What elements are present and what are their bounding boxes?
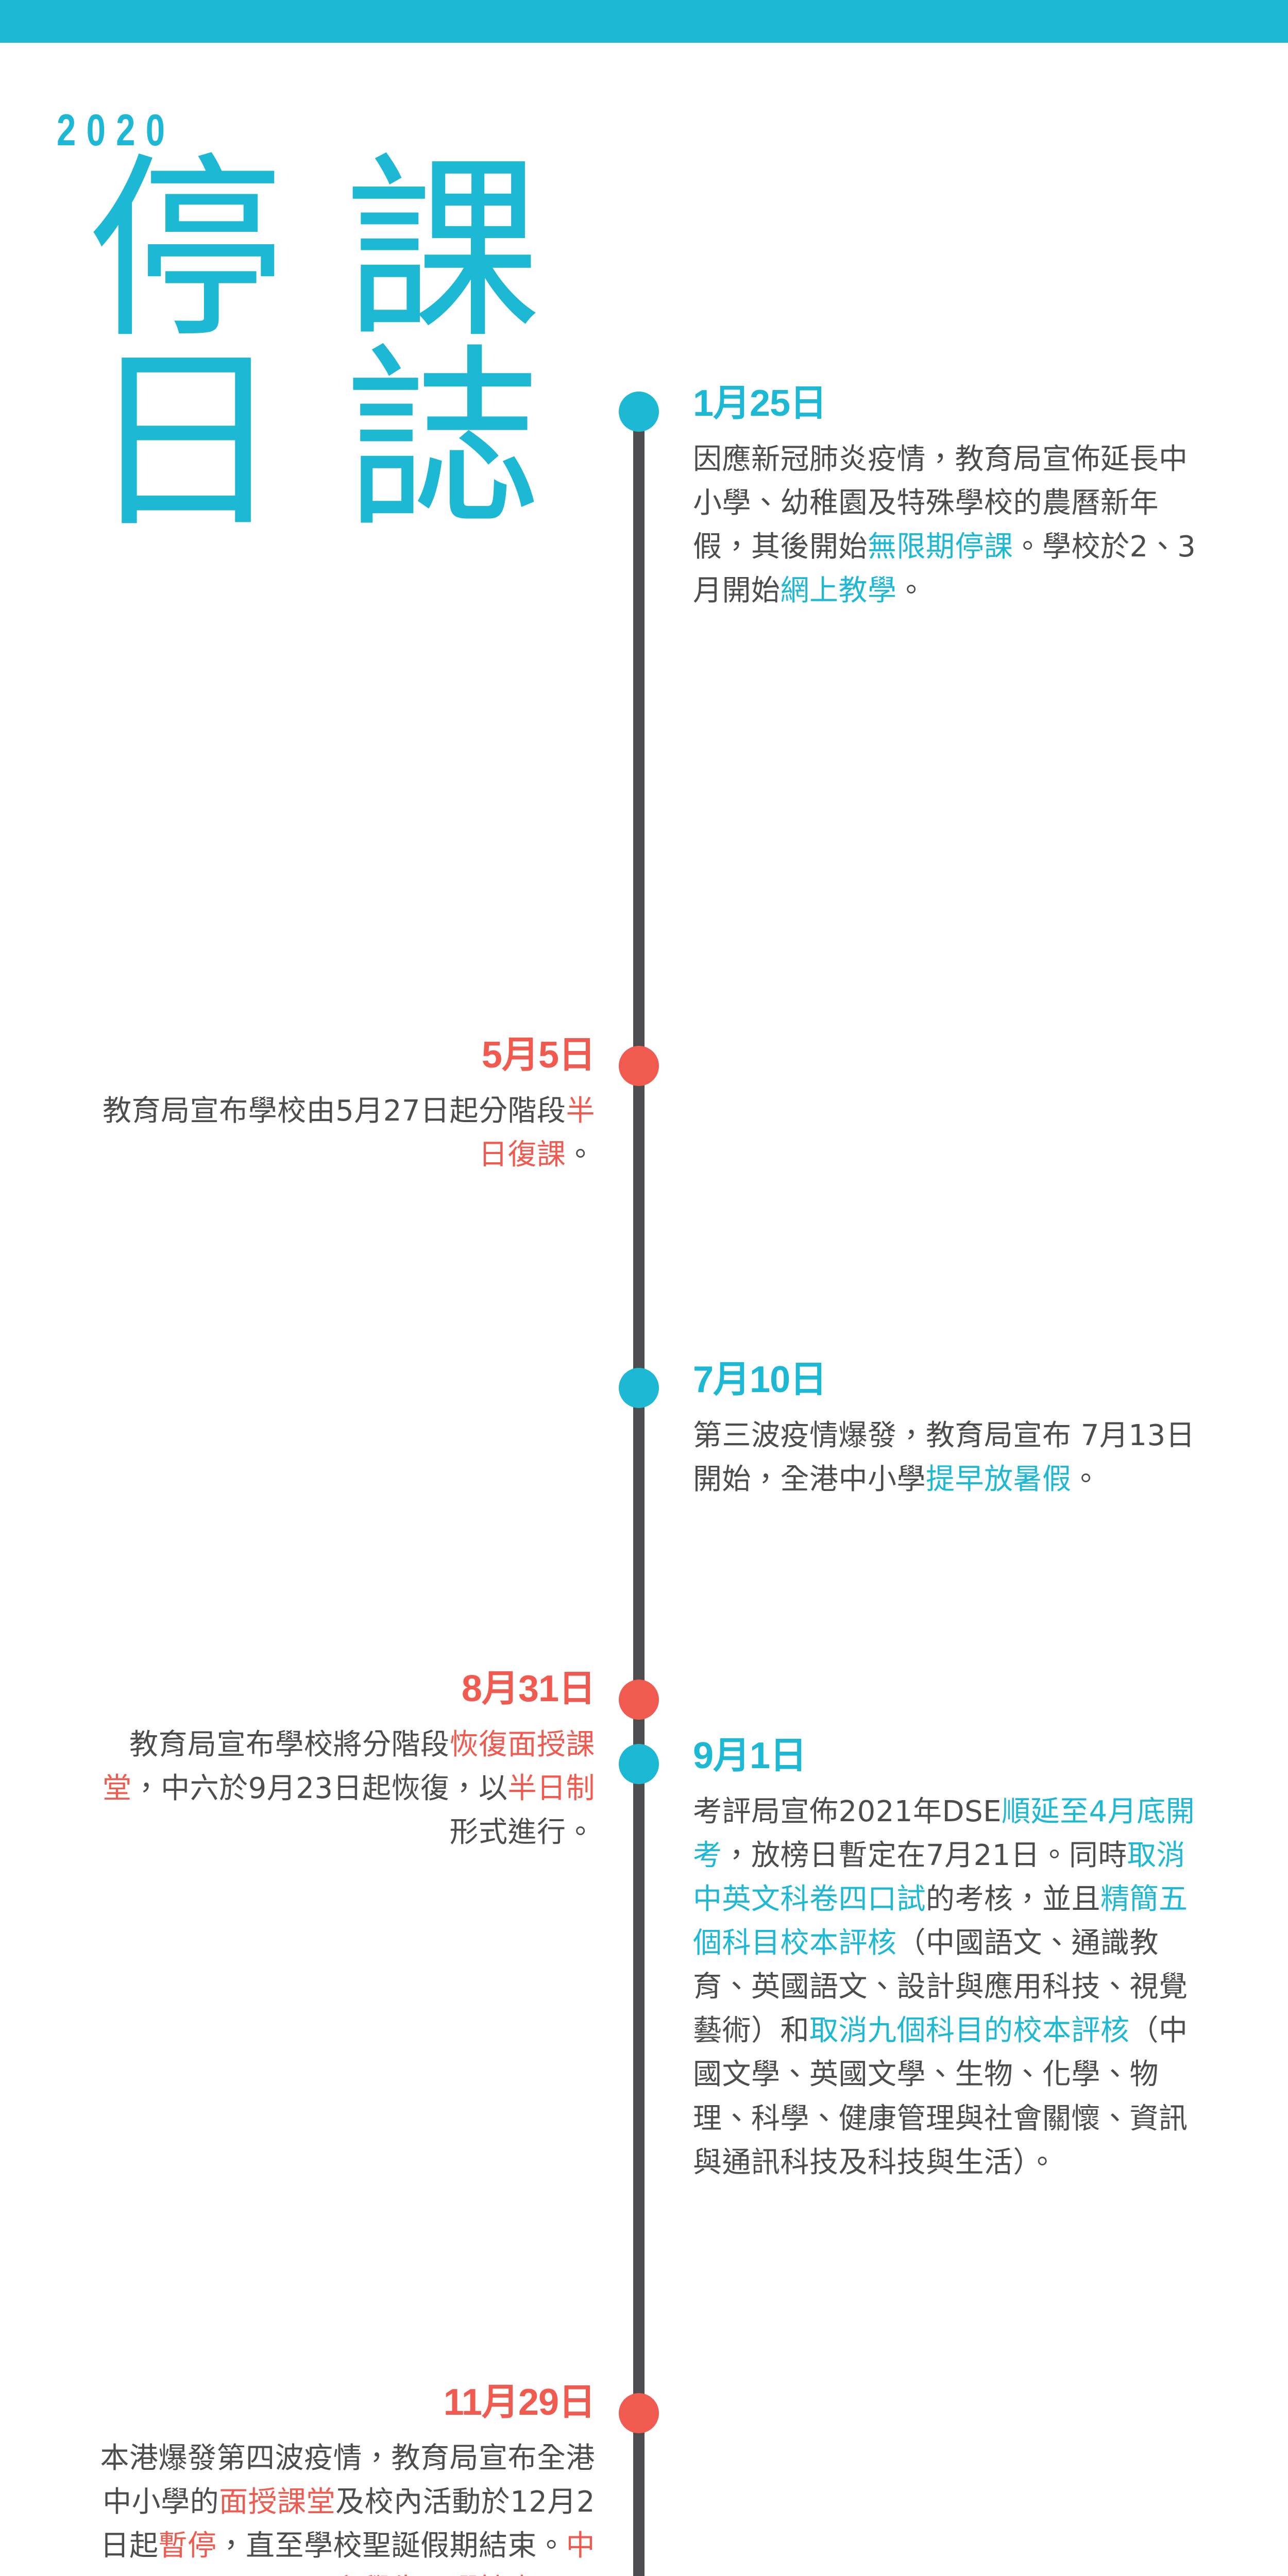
entry-nov-29-segment-0: 本港爆發第四波疫情，教育局宣布全港中小學的	[100, 2441, 595, 2519]
entry-nov-29: 11月29日本港爆發第四波疫情，教育局宣布全港中小學的面授課堂及校內活動於12月…	[80, 2382, 596, 2576]
top-accent-bar	[0, 0, 1288, 43]
entry-aug-31-segment-2: ，中六於9月23日起恢復，以	[131, 1771, 508, 1805]
entry-nov-29-segment-3-highlight: 暫停	[158, 2529, 217, 2563]
entry-nov-29-segment-1-highlight: 面授課堂	[219, 2485, 336, 2519]
entry-aug-31: 8月31日教育局宣布學校將分階段恢復面授課堂，中六於9月23日起恢復，以半日制形…	[80, 1668, 596, 1854]
timeline-dot-sep-1	[619, 1744, 659, 1784]
entry-jul-10-segment-1-highlight: 提早放暑假	[926, 1462, 1072, 1496]
entry-jan-25-segment-4: 。	[896, 574, 926, 608]
entry-aug-31-date: 8月31日	[461, 1668, 596, 1709]
entry-sep-1-segment-2: ，放榜日暫定在7月21日。同時	[722, 1838, 1127, 1872]
timeline-spine	[633, 407, 645, 2576]
entry-jan-25-segment-2: 。學校於2、3月開始	[693, 530, 1196, 608]
entry-jan-25-body: 因應新冠肺炎疫情，教育局宣佈延長中小學、幼稚園及特殊學校的農曆新年假，其後開始無…	[693, 437, 1208, 613]
entry-may-5-body: 教育局宣布學校由5月27日起分階段半日復課。	[80, 1089, 595, 1177]
entry-sep-1-segment-3-highlight: 取消中英文科卷四口試	[693, 1838, 1185, 1916]
entry-nov-29-date: 11月29日	[443, 2382, 596, 2423]
entry-jul-10: 7月10日第三波疫情爆發，教育局宣布 7月13日開始，全港中小學提早放暑假。	[693, 1360, 1208, 1501]
title-char-1: 停	[87, 136, 284, 365]
entry-jul-10-segment-0: 第三波疫情爆發，教育局宣布 7月13日開始，全港中小學	[693, 1418, 1195, 1496]
entry-sep-1-segment-7-highlight: 取消九個科目的校本評核	[809, 2014, 1130, 2048]
timeline-dot-may-5	[619, 1046, 659, 1086]
entry-sep-1-body: 考評局宣佈2021年DSE順延至4月底開考，放榜日暫定在7月21日。同時取消中英…	[693, 1790, 1208, 2184]
year-label: 2020	[57, 106, 176, 155]
entry-may-5-segment-1-highlight: 半日復課	[479, 1094, 595, 1172]
entry-nov-29-body: 本港爆發第四波疫情，教育局宣布全港中小學的面授課堂及校內活動於12月2日起暫停，…	[80, 2436, 595, 2576]
entry-aug-31-segment-0: 教育局宣布學校將分階段	[129, 1727, 450, 1761]
timeline-dot-jul-10	[619, 1368, 659, 1408]
title-char-2: 課	[345, 136, 541, 365]
entry-sep-1-segment-1-highlight: 順延至4月底開考	[693, 1794, 1195, 1872]
entry-aug-31-segment-4: 形式進行。	[449, 1815, 595, 1849]
entry-nov-29-segment-6: 。	[566, 2573, 596, 2576]
entry-sep-1-segment-8: （中國文學、英國文學、生物、化學、物理、科學、健康管理與社會關懷、資訊與通訊科技…	[693, 2014, 1188, 2179]
entry-nov-29-segment-5-highlight: 中六學生可彈性處理	[333, 2529, 595, 2576]
entry-sep-1: 9月1日考評局宣佈2021年DSE順延至4月底開考，放榜日暫定在7月21日。同時…	[693, 1736, 1208, 2184]
entry-aug-31-segment-1-highlight: 恢復面授課堂	[103, 1727, 595, 1805]
entry-nov-29-segment-2: 及校內活動於12月2日起	[100, 2485, 595, 2563]
entry-sep-1-segment-0: 考評局宣佈2021年DSE	[693, 1794, 1002, 1828]
entry-jul-10-segment-2: 。	[1071, 1462, 1100, 1496]
entry-jan-25-segment-0: 因應新冠肺炎疫情，教育局宣佈延長中小學、幼稚園及特殊學校的農曆新年假，其後開始	[693, 442, 1188, 564]
entry-may-5-segment-0: 教育局宣布學校由5月27日起分階段	[103, 1094, 566, 1128]
entry-sep-1-segment-6: （中國語文、通識教育、英國語文、設計與應用科技、視覺藝術）和	[693, 1926, 1188, 2048]
title-char-4: 誌	[345, 327, 541, 556]
entry-sep-1-segment-5-highlight: 精簡五個科目校本評核	[693, 1882, 1188, 1960]
entry-jan-25-segment-1-highlight: 無限期停課	[868, 530, 1013, 564]
page-title: 停 課 日 誌	[57, 136, 572, 556]
entry-jan-25-date: 1月25日	[693, 383, 827, 424]
entry-jan-25: 1月25日因應新冠肺炎疫情，教育局宣佈延長中小學、幼稚園及特殊學校的農曆新年假，…	[693, 383, 1208, 613]
entry-jul-10-date: 7月10日	[693, 1359, 827, 1400]
timeline-dot-jan-25	[619, 392, 659, 432]
entry-aug-31-segment-3-highlight: 半日制	[507, 1771, 595, 1805]
entry-may-5: 5月5日教育局宣布學校由5月27日起分階段半日復課。	[80, 1035, 596, 1177]
masthead: 2020 停 課 日 誌	[57, 106, 582, 556]
timeline-dot-nov-29	[619, 2393, 659, 2433]
entry-jul-10-body: 第三波疫情爆發，教育局宣布 7月13日開始，全港中小學提早放暑假。	[693, 1414, 1208, 1501]
title-char-3: 日	[87, 327, 284, 556]
entry-may-5-segment-2: 。	[566, 1138, 595, 1172]
entry-sep-1-segment-4: 的考核，並且	[926, 1882, 1100, 1916]
entry-nov-29-segment-4: ，直至學校聖誕假期結束。	[216, 2529, 566, 2563]
timeline-dot-aug-31	[619, 1680, 659, 1720]
entry-jan-25-segment-3-highlight: 網上教學	[780, 574, 897, 608]
entry-aug-31-body: 教育局宣布學校將分階段恢復面授課堂，中六於9月23日起恢復，以半日制形式進行。	[80, 1723, 595, 1854]
entry-may-5-date: 5月5日	[481, 1035, 596, 1076]
entry-sep-1-date: 9月1日	[693, 1735, 807, 1776]
